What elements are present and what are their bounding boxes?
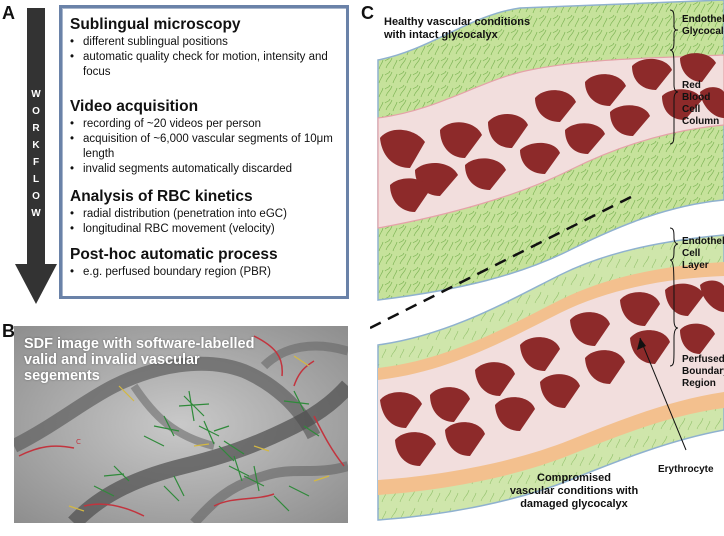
section-title: Sublingual microscopy (70, 16, 241, 33)
bullet-item: •e.g. perfused boundary region (PBR) (70, 266, 271, 278)
sdf-caption: SDF image with software-labelled valid a… (24, 336, 255, 384)
section-title: Analysis of RBC kinetics (70, 188, 253, 205)
bullet-item: •radial distribution (penetration into e… (70, 208, 287, 220)
bullet-item: •different sublingual positions (70, 36, 228, 48)
workflow-arrow (15, 8, 57, 304)
panel-label-c: C (361, 3, 374, 23)
bullet-item: •automatic quality check for motion, int… (70, 51, 328, 78)
label-endothelial-glycocalyx: EndothelialGlycocalyx (682, 14, 724, 37)
workflow-letter: L (32, 174, 40, 185)
workflow-letter: O (32, 191, 40, 202)
bullet-item: •acquisition of ~6,000 vascular segments… (70, 133, 333, 160)
bullet-item: •invalid segments automatically discarde… (70, 163, 293, 175)
workflow-box: Sublingual microscopy •different subling… (59, 5, 349, 299)
separator-line (370, 193, 636, 330)
workflow-letter: O (32, 106, 40, 117)
workflow-letter: W (31, 89, 41, 100)
healthy-vessel (377, 0, 724, 301)
section-title: Video acquisition (70, 98, 199, 115)
bullet-item: •recording of ~20 videos per person (70, 118, 262, 130)
sdf-microscopy-image: C (14, 326, 348, 523)
panel-label-b: B (2, 321, 15, 341)
vessel-diagram (370, 0, 724, 521)
workflow-letter: R (32, 123, 40, 134)
compromised-vessel (377, 234, 724, 521)
label-perfused-boundary-region: PerfusedBoundaryRegion (682, 354, 724, 389)
workflow-letter: W (31, 208, 41, 219)
label-endothelial-cell-layer: EndothelialCell Layer (682, 236, 724, 271)
panel-label-a: A (2, 3, 15, 23)
bullet-item: •longitudinal RBC movement (velocity) (70, 223, 275, 235)
label-erythrocyte: Erythrocyte (658, 464, 714, 475)
section-title: Post-hoc automatic process (70, 246, 278, 263)
svg-text:C: C (76, 438, 81, 446)
workflow-letter: F (32, 157, 40, 168)
workflow-letter: K (32, 140, 40, 151)
